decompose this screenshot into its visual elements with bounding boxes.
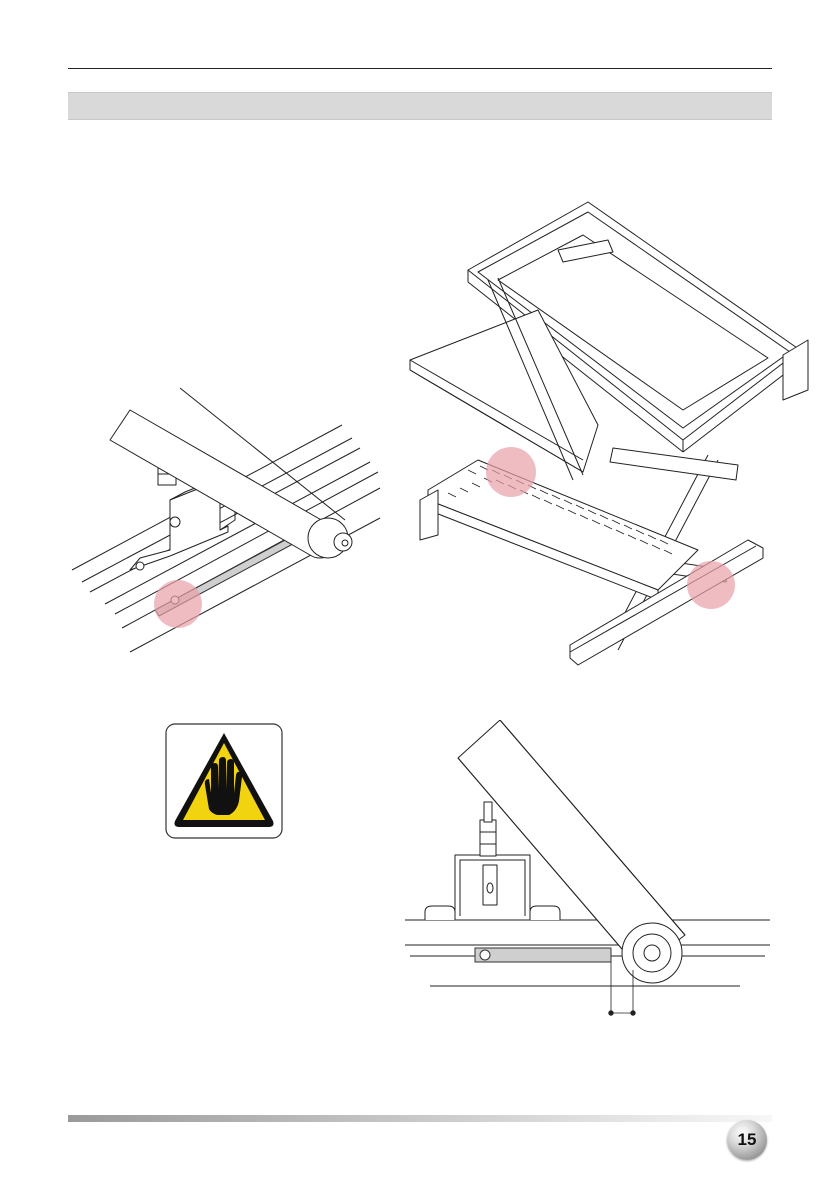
rail-detail-icon (60, 370, 390, 670)
footer-bar (68, 1115, 772, 1122)
side-view-figure (400, 720, 780, 1030)
page-number: 15 (727, 1120, 767, 1160)
frame-assembly-figure (398, 190, 810, 680)
section-heading-bar (68, 92, 772, 120)
warning-sign (165, 723, 283, 839)
hand-stop-warning-icon (165, 723, 283, 839)
side-view-icon (400, 720, 780, 1030)
rail-detail-figure (60, 370, 390, 670)
frame-assembly-icon (398, 190, 810, 680)
header-rule (68, 68, 772, 69)
